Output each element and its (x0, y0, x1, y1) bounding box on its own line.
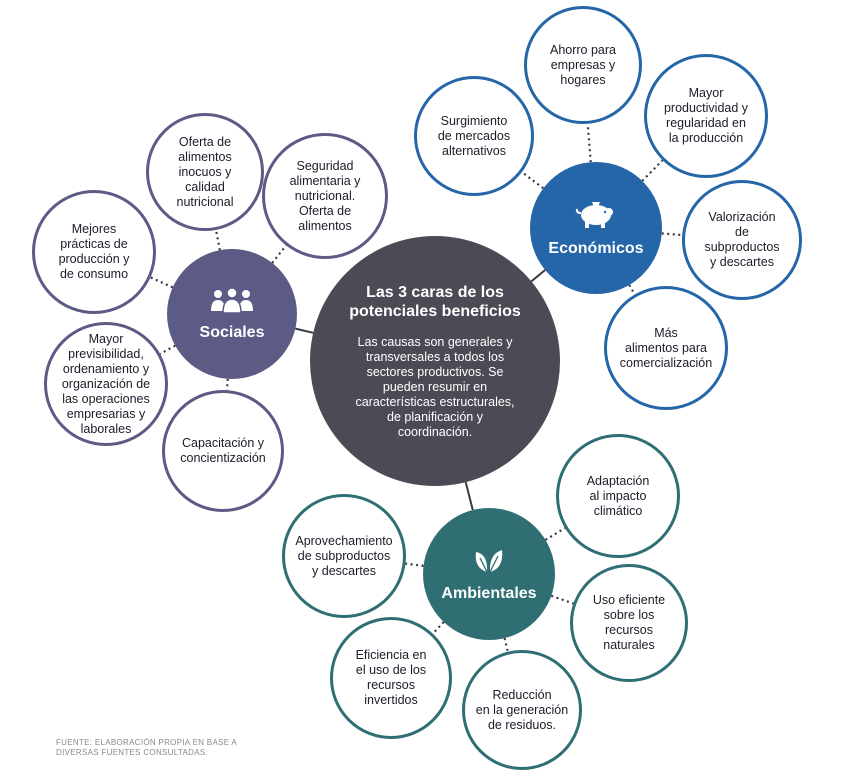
dotted-connector (550, 594, 574, 605)
ambientales-item: Uso eficiente sobre los recursos natural… (570, 564, 688, 682)
center-title: Las 3 caras de los potenciales beneficio… (349, 283, 521, 320)
sociales-item: Mayor previsibilidad, ordenamiento y org… (44, 322, 168, 446)
dotted-connector (521, 171, 544, 190)
hub-sociales-label: Sociales (199, 323, 265, 341)
ambientales-item: Reducción en la generación de residuos. (462, 650, 582, 770)
solid-connector (464, 481, 474, 511)
sociales-item: Oferta de alimentos inocuos y calidad nu… (146, 113, 264, 231)
economicos-item: Valorización de subproductos y descartes (682, 180, 802, 300)
people-icon (209, 286, 255, 318)
ambientales-item: Adaptación al impacto climático (556, 434, 680, 558)
dotted-connector (661, 232, 683, 237)
dotted-connector (405, 562, 424, 567)
sociales-item: Seguridad alimentaria y nutricional. Ofe… (262, 133, 388, 259)
hub-sociales: Sociales (167, 249, 297, 379)
economicos-item: Mayor productividad y regularidad en la … (644, 54, 768, 178)
hub-ambientales: Ambientales (423, 508, 555, 640)
source-note: FUENTE: ELABORACIÓN PROPIA EN BASE A DIV… (56, 738, 238, 757)
economicos-item: Más alimentos para comercialización (604, 286, 728, 410)
solid-connector (530, 269, 546, 283)
center-text: Las causas son generales y transversales… (355, 334, 515, 439)
dotted-connector (159, 344, 176, 355)
center-circle: Las 3 caras de los potenciales beneficio… (310, 236, 560, 486)
ambientales-item: Eficiencia en el uso de los recursos inv… (330, 617, 452, 739)
dotted-connector (150, 276, 174, 289)
dotted-connector (503, 637, 509, 652)
hub-ambientales-label: Ambientales (441, 584, 537, 602)
economicos-item: Surgimiento de mercados alternativos (414, 76, 534, 196)
dotted-connector (432, 621, 445, 635)
dotted-connector (214, 229, 221, 251)
sociales-item: Capacitación y concientización (162, 390, 284, 512)
sociales-item: Mejores prácticas de producción y de con… (32, 190, 156, 314)
dotted-connector (271, 244, 287, 264)
dotted-connector (544, 527, 566, 541)
piggy-bank-icon (574, 199, 618, 234)
dotted-connector (586, 123, 592, 163)
leaves-icon (472, 546, 506, 579)
dotted-connector (225, 378, 229, 391)
hub-economicos-label: Económicos (548, 239, 644, 257)
ambientales-item: Aprovechamiento de subproductos y descar… (282, 494, 406, 618)
solid-connector (295, 327, 314, 334)
economicos-item: Ahorro para empresas y hogares (524, 6, 642, 124)
dotted-connector (628, 284, 636, 295)
hub-economicos: Económicos (530, 162, 662, 294)
dotted-connector (641, 159, 664, 182)
